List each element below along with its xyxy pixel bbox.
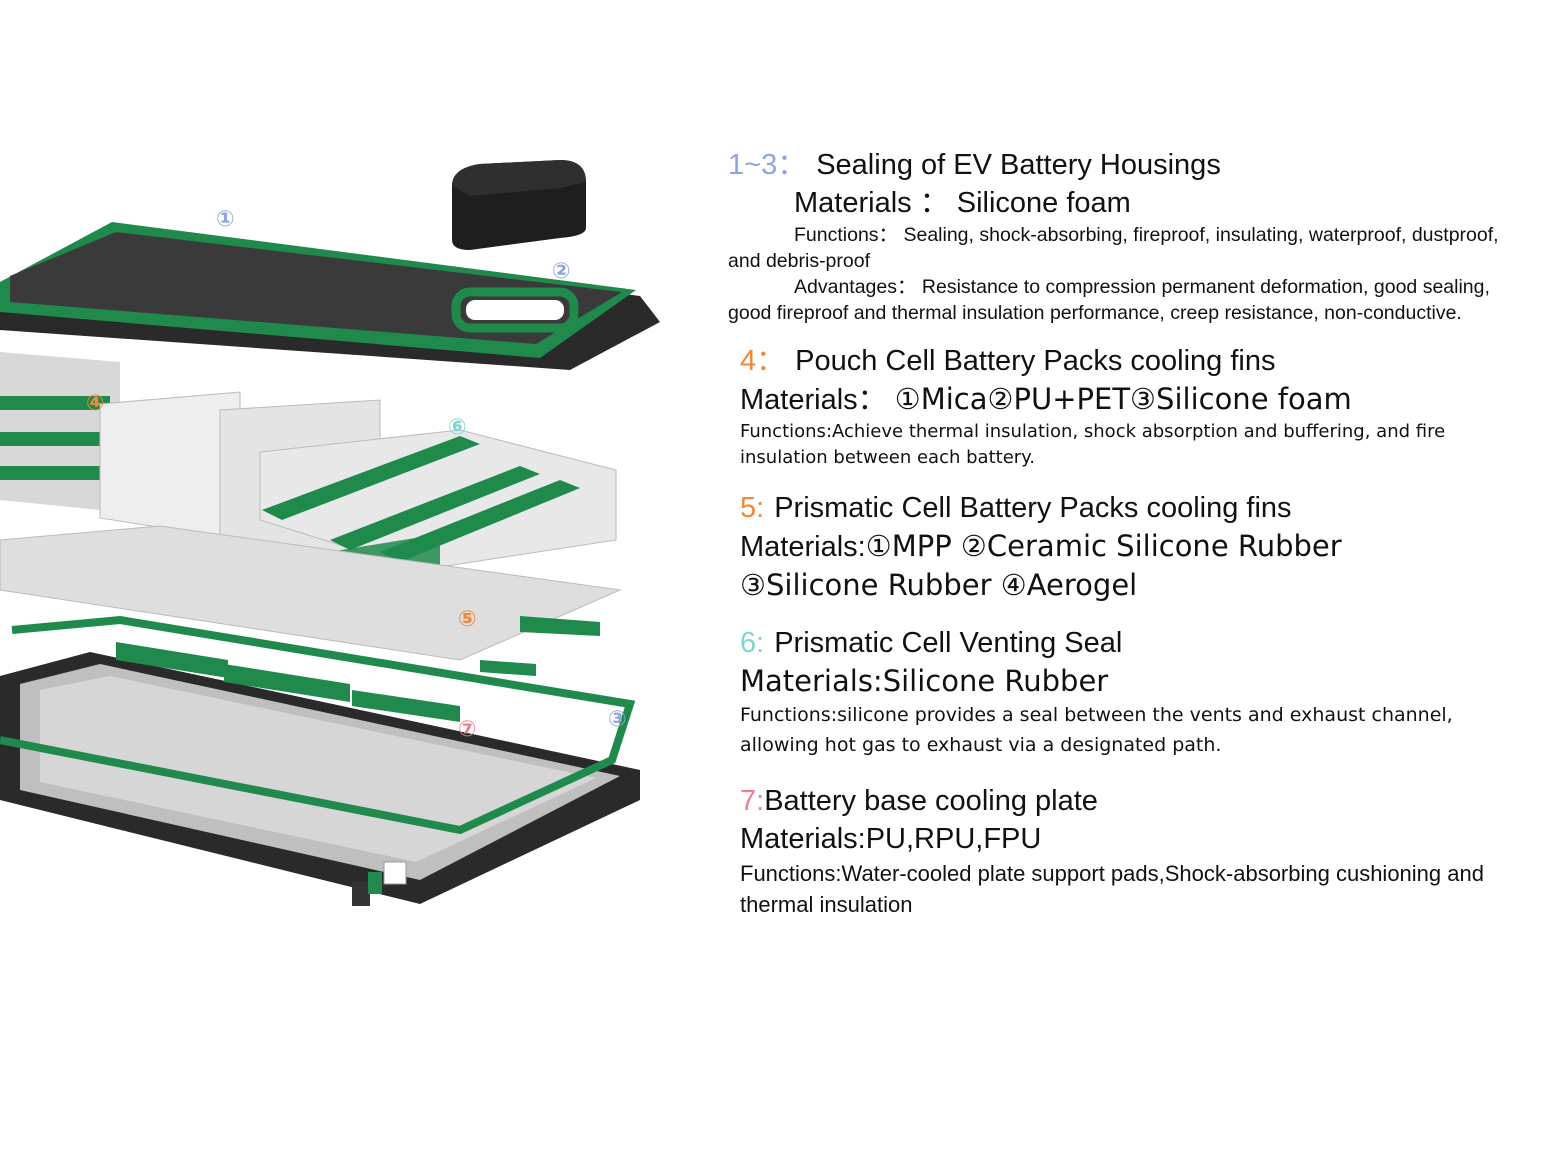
section-materials: Materials ： Silicone foam <box>794 187 1131 219</box>
section-number: 5: <box>740 492 765 524</box>
battery-pack-exploded-diagram: ① ② ③ ④ ⑤ ⑥ ⑦ <box>0 160 660 906</box>
section-functions: Functions:Achieve thermal insulation, sh… <box>740 421 1446 468</box>
materials-value: ①Mica②PU+PET③Silicone foam <box>894 382 1352 416</box>
callout-7: ⑦ <box>458 717 477 742</box>
section-title-text: Pouch Cell Battery Packs cooling fins <box>795 345 1276 377</box>
functions-label: Functions： <box>794 224 899 246</box>
callout-2: ② <box>552 259 571 284</box>
advantages-label: Advantages： <box>794 276 917 298</box>
section-title-text: Battery base cooling plate <box>764 785 1098 817</box>
section-number: 1~3： <box>728 149 807 181</box>
section-title: 1~3： Sealing of EV Battery Housings <box>728 146 1528 184</box>
description-panel: 1~3： Sealing of EV Battery Housings Mater… <box>728 146 1528 920</box>
section-housing-seal: 1~3： Sealing of EV Battery Housings Mater… <box>728 146 1528 326</box>
callout-6: ⑥ <box>448 415 467 440</box>
section-venting-seal: 6: Prismatic Cell Venting Seal Materials:… <box>728 624 1528 760</box>
materials-line-2: ③Silicone Rubber ④Aerogel <box>740 568 1138 602</box>
advantages-text: Resistance to compression permanent defo… <box>728 276 1490 324</box>
callout-1: ① <box>216 207 235 232</box>
section-title: 6: Prismatic Cell Venting Seal <box>740 624 1528 662</box>
callout-5: ⑤ <box>458 607 477 632</box>
materials-label: Materials： <box>740 384 887 416</box>
section-title: 7:Battery base cooling plate <box>740 782 1528 820</box>
section-base-cooling-plate: 7:Battery base cooling plate Materials:P… <box>728 782 1528 920</box>
section-number: 4： <box>740 345 786 377</box>
base-seal-ring <box>0 615 636 835</box>
section-number: 7: <box>740 785 765 817</box>
section-number: 6: <box>740 627 765 659</box>
callout-4: ④ <box>86 391 105 416</box>
materials-line-1: ①MPP ②Ceramic Silicone Rubber <box>865 529 1342 563</box>
section-title-text: Prismatic Cell Battery Packs cooling fin… <box>774 492 1292 524</box>
section-title-text: Sealing of EV Battery Housings <box>816 149 1221 181</box>
section-materials: Materials:Silicone Rubber <box>740 664 1109 698</box>
section-pouch-fins: 4：Pouch Cell Battery Packs cooling fins … <box>728 342 1528 471</box>
section-functions: Functions： Sealing, shock-absorbing, fir… <box>728 222 1528 274</box>
materials-label: Materials: <box>740 531 866 563</box>
section-materials: Materials:①MPP ②Ceramic Silicone Rubber <box>740 527 1528 566</box>
functions-text: Sealing, shock-absorbing, fireproof, ins… <box>728 224 1499 272</box>
rubber-block <box>452 160 586 250</box>
section-prismatic-fins: 5: Prismatic Cell Battery Packs cooling f… <box>728 489 1528 604</box>
callout-3: ③ <box>608 707 627 732</box>
section-title-text: Prismatic Cell Venting Seal <box>774 627 1123 659</box>
top-cover <box>0 222 660 370</box>
cooling-plate <box>0 525 622 676</box>
section-title: 4： Pouch Cell Battery Packs cooling fins <box>740 342 1528 380</box>
section-materials: Materials:PU,RPU,FPU <box>740 823 1042 855</box>
section-functions: Functions:Water-cooled plate support pad… <box>740 861 1484 917</box>
section-materials: Materials： ①Mica②PU+PET③Silicone foam <box>740 380 1528 419</box>
section-advantages: Advantages： Resistance to compression pe… <box>728 274 1528 326</box>
section-functions: Functions:silicone provides a seal betwe… <box>740 704 1453 756</box>
section-title: 5: Prismatic Cell Battery Packs cooling f… <box>740 489 1528 527</box>
